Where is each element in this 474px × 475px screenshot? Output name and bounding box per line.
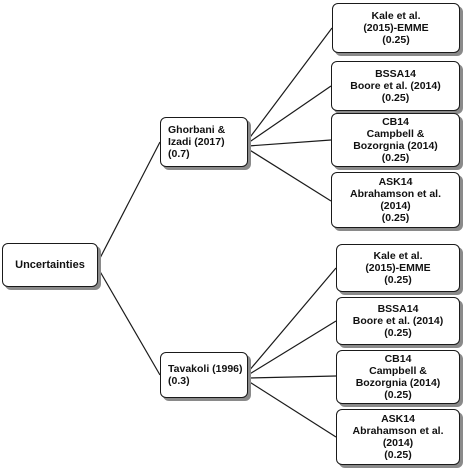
model-line: BSSA14 (377, 303, 419, 315)
root-label: Uncertainties (15, 259, 85, 271)
branch-line: (0.7) (168, 148, 190, 160)
link-tavakoli-kale (247, 267, 337, 373)
model-line: ASK14 (381, 413, 415, 425)
model-node-kale: Kale et al. (2015)-EMME (0.25) (336, 244, 460, 292)
link-ghorbani-bssa (247, 85, 332, 144)
branch-node-ghorbani: Ghorbani & Izadi (2017) (0.7) (160, 117, 248, 167)
model-line: CB14 (384, 353, 412, 365)
model-line: ASK14 (378, 176, 413, 188)
model-line: (0.25) (382, 34, 410, 46)
model-line: (2015)-EMME (365, 262, 431, 274)
model-line: Abrahamson et al. (349, 188, 442, 200)
model-node-cb14: CB14 Campbell & Bozorgnia (2014) (0.25) (336, 350, 460, 404)
model-line: (2014) (380, 200, 411, 212)
model-node-ask14: ASK14 Abrahamson et al. (2014) (0.25) (331, 172, 460, 228)
model-line: Campbell & (366, 128, 425, 140)
model-node-bssa14: BSSA14 Boore et al. (2014) (0.25) (336, 297, 460, 345)
model-node-kale: Kale et al. (2015)-EMME (0.25) (332, 3, 460, 53)
link-tavakoli-ask (247, 380, 337, 438)
branch-node-tavakoli: Tavakoli (1996) (0.3) (160, 352, 248, 398)
model-line: Campbell & (369, 365, 427, 377)
model-line: Bozorgnia (2014) (355, 377, 441, 389)
model-line: (0.25) (384, 274, 412, 286)
model-line: (2014) (382, 437, 414, 449)
link-root-tavakoli (97, 267, 161, 376)
model-line: (0.25) (381, 152, 410, 164)
model-line: Bozorgnia (2014) (353, 140, 438, 152)
model-line: (0.25) (381, 212, 410, 224)
link-root-ghorbani (97, 141, 161, 263)
model-line: Abrahamson et al. (352, 425, 444, 437)
link-tavakoli-cb (247, 375, 337, 379)
model-line: (2015)-EMME (363, 22, 429, 34)
model-line: BSSA14 (375, 68, 416, 80)
model-node-bssa14: BSSA14 Boore et al. (2014) (0.25) (331, 61, 460, 111)
model-line: (0.25) (384, 449, 412, 461)
model-line: (0.25) (384, 327, 412, 339)
model-node-ask14: ASK14 Abrahamson et al. (2014) (0.25) (336, 409, 460, 465)
branch-line: Izadi (2017) (168, 136, 225, 148)
model-line: (0.25) (381, 92, 410, 104)
model-line: Kale et al. (373, 250, 423, 262)
model-line: Kale et al. (371, 10, 421, 22)
branch-line: Ghorbani & (168, 124, 226, 136)
link-ghorbani-cb (247, 139, 332, 147)
link-ghorbani-ask (247, 148, 332, 202)
model-node-cb14: CB14 Campbell & Bozorgnia (2014) (0.25) (331, 113, 460, 167)
model-line: Boore et al. (2014) (350, 80, 441, 92)
branch-line: Tavakoli (1996) (168, 363, 243, 375)
link-ghorbani-kale (247, 27, 333, 141)
model-line: CB14 (382, 116, 409, 128)
branch-line: (0.3) (168, 375, 190, 387)
model-line: Boore et al. (2014) (352, 315, 444, 327)
link-tavakoli-bssa (247, 320, 337, 376)
root-node: Uncertainties (2, 243, 98, 287)
model-line: (0.25) (384, 389, 412, 401)
